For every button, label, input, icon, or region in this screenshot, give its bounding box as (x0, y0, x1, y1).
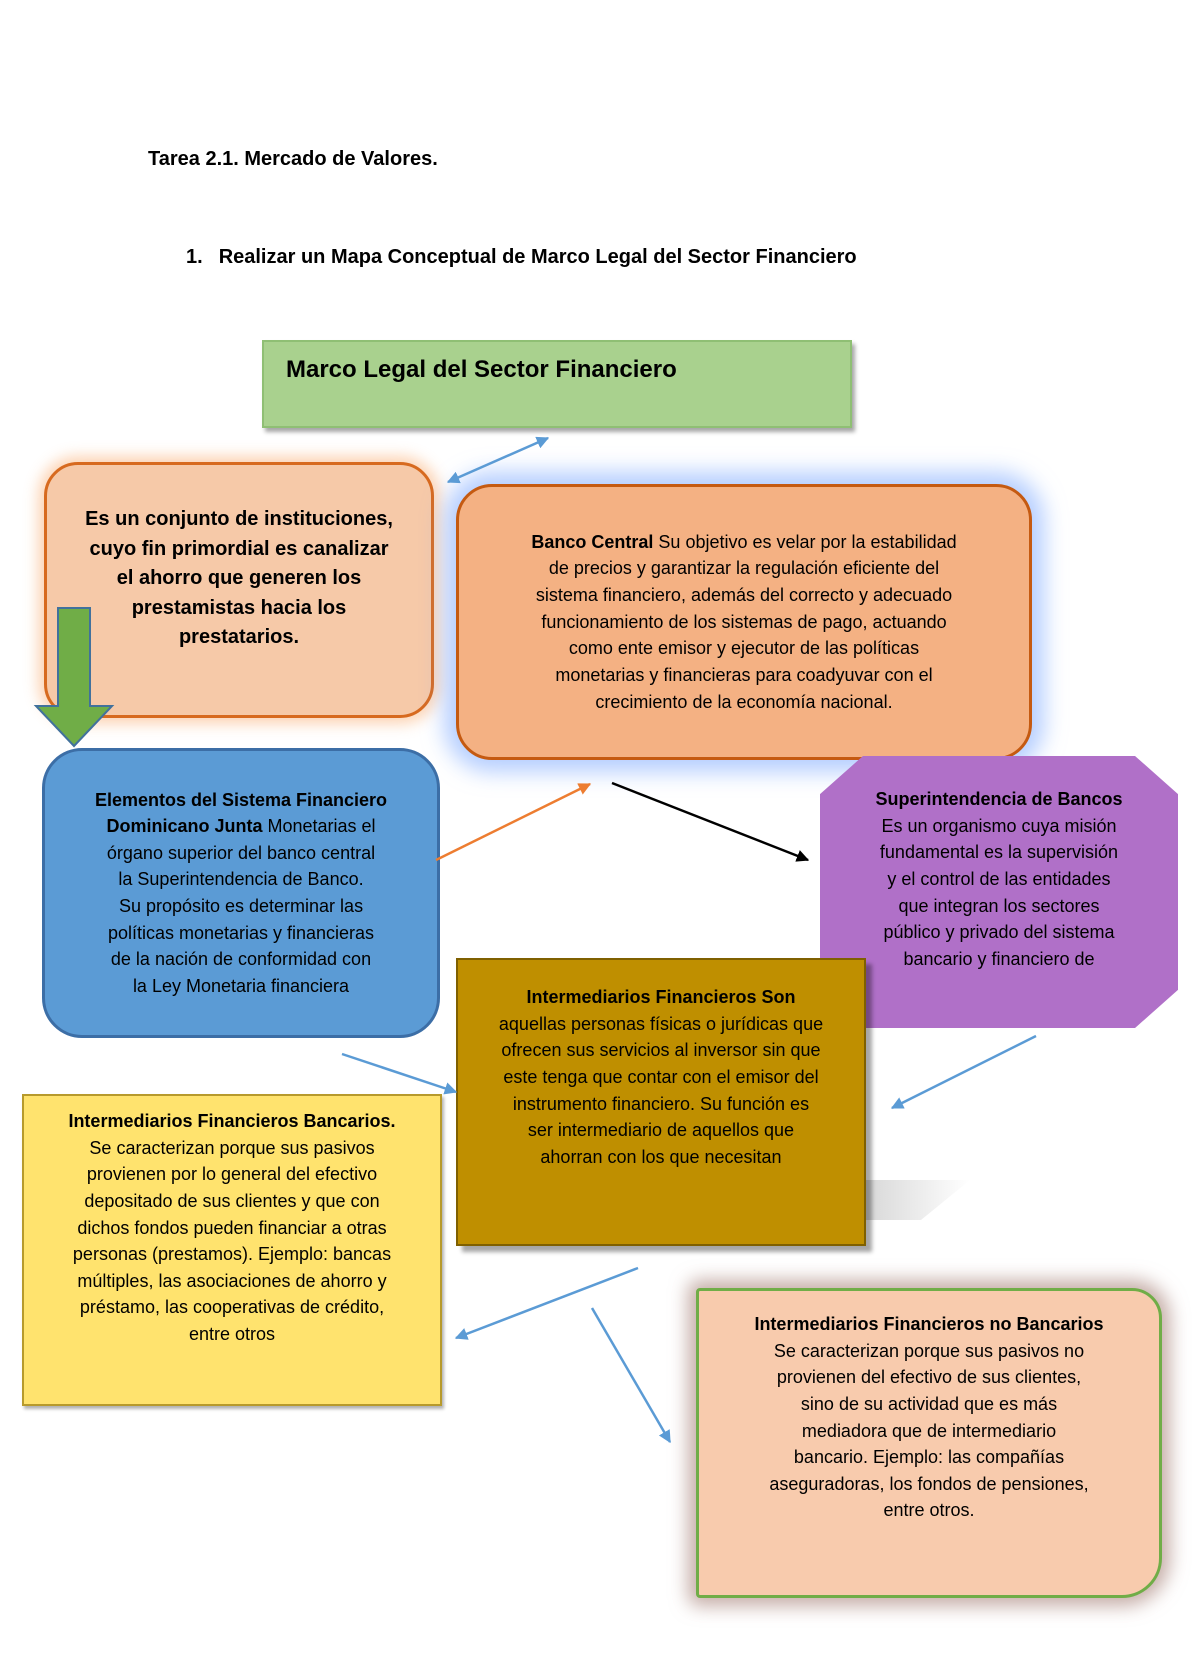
elementos-line: políticas monetarias y financieras (107, 922, 375, 943)
arrow-root-to-definition (446, 436, 550, 484)
intermediarios-line: este tenga que contar con el emisor del (503, 1066, 819, 1087)
banco-central-line: monetarias y financieras para coadyuvar … (555, 664, 933, 685)
banco-central-node: Banco Central Su objetivo es velar por l… (456, 484, 1032, 760)
bancarios-line: múltiples, las asociaciones de ahorro y (77, 1270, 387, 1291)
elementos-title-1: Elementos del Sistema Financiero (94, 789, 388, 810)
no-bancarios-line: sino de su actividad que es más (800, 1393, 1058, 1414)
banco-central-line: como ente emisor y ejecutor de las polít… (568, 638, 920, 659)
no-bancarios-node: Intermediarios Financieros no Bancarios … (696, 1288, 1162, 1598)
banco-central-line: de precios y garantizar la regulación ef… (548, 558, 940, 579)
definition-line: Es un conjunto de instituciones, (85, 508, 393, 531)
bancarios-line: préstamo, las cooperativas de crédito, (79, 1297, 385, 1318)
superintendencia-title: Superintendencia de Bancos (875, 789, 1123, 809)
bancarios-title: Intermediarios Financieros Bancarios. (68, 1111, 396, 1131)
definition-line: prestatarios. (178, 626, 300, 649)
bancarios-line: personas (prestamos). Ejemplo: bancas (72, 1244, 392, 1265)
intermediarios-line: ahorran con los que necesitan (540, 1146, 782, 1167)
arrow-superintendencia-to-intermediarios (890, 1034, 1037, 1110)
elementos-node: Elementos del Sistema Financiero Dominic… (42, 748, 440, 1038)
banco-central-line: Su objetivo es velar por la estabilidad (658, 531, 957, 552)
elementos-line: la Ley Monetaria financiera (132, 975, 350, 996)
banco-central-line: sistema financiero, además del correcto … (535, 585, 953, 606)
bancarios-node: Intermediarios Financieros Bancarios. Se… (22, 1094, 442, 1406)
arrow-intermediarios-to-no-bancarios (590, 1307, 672, 1444)
superintendencia-line: y el control de las entidades (887, 868, 1111, 889)
banco-central-line: crecimiento de la economía nacional. (595, 691, 893, 712)
no-bancarios-line: entre otros. (883, 1500, 975, 1521)
superintendencia-node: Superintendencia de Bancos Es un organis… (820, 756, 1178, 1028)
intermediarios-node: Intermediarios Financieros Son aquellas … (456, 958, 866, 1246)
superintendencia-line: público y privado del sistema (883, 922, 1115, 943)
elementos-line: órgano superior del banco central (106, 842, 376, 863)
superintendencia-line: fundamental es la supervisión (879, 842, 1119, 863)
elementos-line: Su propósito es determinar las (118, 896, 364, 916)
elementos-line: la Superintendencia de Banco. (118, 869, 364, 890)
root-title: Marco Legal del Sector Financiero (286, 356, 677, 383)
definition-line: el ahorro que generen los (116, 567, 362, 590)
bancarios-line: depositado de sus clientes y que con (84, 1190, 380, 1211)
superintendencia-line: que integran los sectores (898, 895, 1100, 916)
bancarios-line: entre otros (188, 1324, 276, 1344)
intermediarios-line: aquellas personas físicas o jurídicas qu… (498, 1013, 824, 1034)
item-heading: 1. Realizar un Mapa Conceptual de Marco L… (186, 246, 857, 269)
banco-central-title: Banco Central (531, 531, 654, 552)
arrow-intermediarios-to-bancarios (454, 1266, 639, 1340)
elementos-line: de la nación de conformidad con (110, 949, 372, 970)
bancarios-line: provienen por lo general del efectivo (86, 1164, 378, 1185)
definition-line: cuyo fin primordial es canalizar (89, 537, 389, 560)
intermediarios-line: ofrecen sus servicios al inversor sin qu… (501, 1040, 821, 1061)
arrow-elementos-to-banco-central (435, 782, 592, 862)
bancarios-line: Se caracterizan porque sus pasivos (89, 1137, 375, 1158)
no-bancarios-line: bancario. Ejemplo: las compañías (793, 1447, 1065, 1468)
banco-central-line: funcionamiento de los sistemas de pago, … (541, 611, 947, 632)
intermediarios-line: instrumento financiero. Su función es (512, 1093, 810, 1114)
arrow-banco-central-to-superintendencia (611, 781, 810, 862)
definition-line: prestamistas hacia los (131, 596, 347, 619)
superintendencia-line: Es un organismo cuya misión (881, 815, 1117, 836)
superintendencia-line: bancario y financiero de (903, 948, 1095, 969)
no-bancarios-line: aseguradoras, los fondos de pensiones, (769, 1473, 1089, 1494)
arrow-elementos-to-intermediarios (341, 1052, 458, 1095)
task-title: Tarea 2.1. Mercado de Valores. (148, 148, 438, 170)
no-bancarios-line: provienen del efectivo de sus clientes, (776, 1367, 1082, 1388)
no-bancarios-line: mediadora que de intermediario (801, 1420, 1057, 1441)
no-bancarios-line: Se caracterizan porque sus pasivos no (773, 1340, 1085, 1361)
root-node: Marco Legal del Sector Financiero (262, 340, 852, 428)
bancarios-line: dichos fondos pueden financiar a otras (77, 1217, 387, 1238)
no-bancarios-title: Intermediarios Financieros no Bancarios (754, 1314, 1104, 1334)
definition-node: Es un conjunto de instituciones, cuyo fi… (44, 462, 434, 718)
item-text: Realizar un Mapa Conceptual de Marco Leg… (218, 246, 857, 268)
item-number: 1. (186, 246, 203, 268)
down-arrow-icon (33, 607, 115, 748)
elementos-line: Monetarias el (267, 816, 376, 837)
intermediarios-title: Intermediarios Financieros Son (526, 987, 796, 1007)
elementos-title-2: Dominicano Junta (106, 816, 263, 837)
intermediarios-line: ser intermediario de aquellos que (527, 1120, 795, 1141)
